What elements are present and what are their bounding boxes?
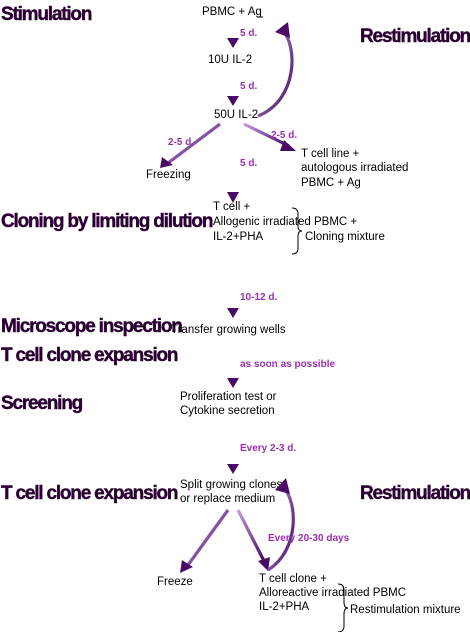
node-freeze: Freeze — [157, 576, 193, 588]
edge-label-asap: as soon as possible — [240, 359, 335, 370]
arrow-shaft-restim-top — [257, 28, 294, 118]
arrow-shaft-restim-bottom — [236, 509, 266, 562]
arrowhead-freeze-2 — [180, 560, 193, 573]
node-prolif-1: Proliferation test or — [180, 391, 277, 403]
stage-stimulation: Stimulation — [1, 4, 92, 25]
edge-label-freeze: 2-5 d. — [168, 137, 194, 148]
node-restim-mixture: Restimulation mixture — [350, 604, 461, 616]
arrowhead-restim-bottom — [258, 557, 270, 571]
node-cloning-2: Allogenic irradiated PBMC + — [213, 216, 357, 228]
stage-microscope-inspection: Microscope inspection — [1, 316, 182, 337]
edge-label-every2030: Every 20-30 days — [268, 533, 350, 544]
node-tcell-line-1: T cell line + — [301, 148, 360, 160]
node-clone-2: Alloreactive irradiated PBMC — [259, 587, 406, 599]
arrowhead-clone — [227, 192, 239, 203]
node-cloning-mixture: Cloning mixture — [305, 231, 385, 243]
node-tcell-line-2: autologous irradiated — [301, 162, 408, 174]
node-pbmc-ag: PBMC + Ag — [202, 6, 262, 18]
node-split-1: Split growing clones — [180, 479, 283, 491]
node-transfer: Transfer growing wells — [171, 324, 286, 336]
arrowhead-1 — [227, 38, 239, 48]
node-freezing: Freezing — [146, 169, 191, 181]
edge-label-5d-2: 5 d. — [240, 81, 257, 92]
arrowhead-freeze — [160, 157, 173, 168]
arrow-shaft-freeze-2 — [186, 509, 230, 566]
edge-label-every23: Every 2-3 d. — [240, 443, 296, 454]
arrowhead-loop-bottom — [275, 478, 290, 494]
edge-label-line: 2-5 d. — [271, 130, 297, 141]
node-cloning-1: T cell + — [213, 201, 250, 213]
arrowhead-2 — [227, 96, 239, 106]
node-cloning-3: IL-2+PHA — [213, 231, 264, 243]
node-50u-il2: 50U IL-2 — [214, 109, 258, 121]
arrowhead-restim-top — [275, 22, 290, 38]
node-prolif-2: Cytokine secretion — [180, 405, 275, 417]
stage-screening: Screening — [1, 393, 83, 414]
stage-restimulation-bottom: Restimulation — [360, 483, 470, 504]
arrow-shaft-freeze — [167, 122, 221, 165]
arrow-shaft-line — [243, 122, 290, 148]
node-10u-il2: 10U IL-2 — [208, 54, 252, 66]
edge-label-clone: 5 d. — [240, 158, 257, 169]
stage-restimulation-top: Restimulation — [360, 26, 470, 47]
arrowhead-asap — [227, 378, 239, 388]
node-tcell-line-3: PBMC + Ag — [301, 177, 361, 189]
stage-expansion-2: T cell clone expansion — [1, 483, 178, 504]
stage-cloning: Cloning by limiting dilution — [1, 211, 213, 232]
node-clone-1: T cell clone + — [259, 573, 327, 585]
restim-brace — [337, 583, 349, 632]
edge-label-5d-1: 5 d. — [240, 28, 257, 39]
node-clone-3: IL-2+PHA — [259, 601, 310, 613]
arrowhead-1012 — [227, 308, 239, 318]
node-split-2: or replace medium — [180, 493, 275, 505]
arrowhead-line — [280, 140, 296, 151]
stage-expansion-1: T cell clone expansion — [1, 345, 178, 366]
cloning-brace — [291, 207, 303, 255]
arrowhead-every23 — [227, 464, 239, 474]
edge-label-1012: 10-12 d. — [240, 292, 277, 303]
